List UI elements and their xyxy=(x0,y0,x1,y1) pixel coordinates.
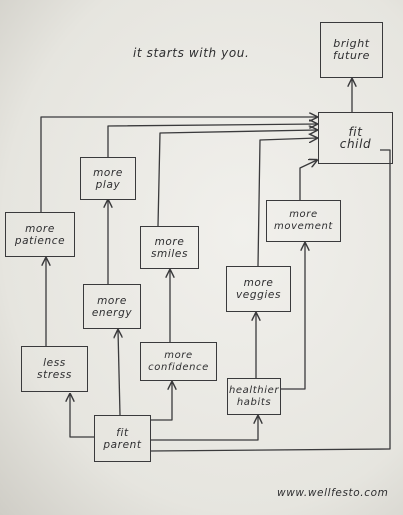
node-more-movement: more movement xyxy=(266,200,341,242)
arrow-fitparent-to-healthierhabits xyxy=(150,416,258,441)
node-more-veggies: more veggies xyxy=(226,266,291,312)
node-less-stress: less stress xyxy=(21,346,88,392)
node-more-energy: more energy xyxy=(83,284,141,329)
arrow-healthierhabits-to-moremovement xyxy=(281,243,305,390)
arrow-fitparent-to-moreenergy xyxy=(118,330,120,416)
website-url: www.wellfesto.com xyxy=(277,487,389,499)
node-fit-parent: fit parent xyxy=(94,415,151,462)
node-more-patience: more patience xyxy=(5,212,75,257)
arrow-fitparent-to-lessstress xyxy=(70,394,95,438)
node-bright-future: bright future xyxy=(320,22,383,78)
arrow-fitparent-to-moreconfidence xyxy=(150,382,172,421)
node-more-confidence: more confidence xyxy=(140,342,217,381)
arrow-moreveggies-to-fitchild xyxy=(257,138,317,267)
arrow-moremovement-to-fitchild xyxy=(299,160,317,200)
node-healthier-habits: healthier habits xyxy=(227,378,281,415)
arrow-moresmiles-to-fitchild xyxy=(157,130,317,227)
node-more-smiles: more smiles xyxy=(140,226,199,269)
arrow-morepatience-to-fitchild xyxy=(40,117,317,213)
arrow-fitparent-to-fitchild xyxy=(149,149,391,452)
node-fit-child: fit child xyxy=(318,112,393,164)
arrow-moreplay-to-fitchild xyxy=(107,124,317,157)
node-more-play: more play xyxy=(80,157,136,200)
diagram-title: it starts with you. xyxy=(133,46,250,60)
